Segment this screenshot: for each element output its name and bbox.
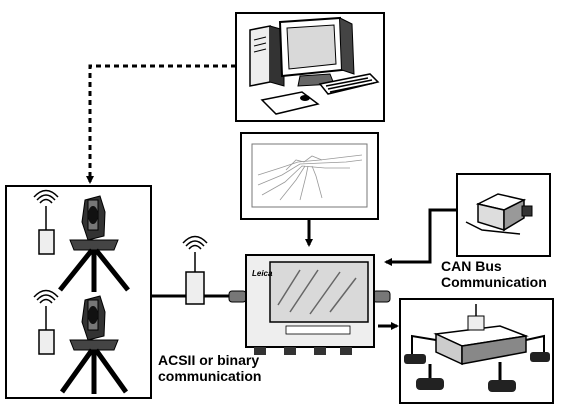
paving-machine-icon (404, 304, 550, 392)
serial-communication-label: ACSII or binary communication (158, 352, 261, 384)
machine-panel (399, 298, 554, 404)
can-label-line2: Communication (441, 274, 547, 290)
radio-icon (33, 189, 59, 255)
control-box-icon: Leica (228, 254, 391, 355)
sensor-icon (465, 193, 533, 235)
terrain-model-icon (257, 154, 363, 201)
computer-icon (249, 16, 380, 115)
can-link-line (384, 208, 457, 266)
serial-label-line1: ACSII or binary (158, 352, 260, 368)
can-label-line1: CAN Bus (441, 258, 502, 274)
computer-panel (235, 12, 385, 122)
total-stations-panel (5, 185, 152, 399)
terrain-model-panel (240, 132, 379, 220)
device-logo: Leica (252, 269, 273, 278)
can-communication-label: CAN Bus Communication (441, 258, 547, 290)
sensor-panel (456, 173, 551, 257)
total-station-icon (58, 195, 130, 292)
total-station-icon (59, 295, 129, 394)
radio-icon (182, 235, 208, 305)
serial-label-line2: communication (158, 368, 262, 384)
radio-icon (33, 289, 59, 355)
wireless-link-dotted (86, 64, 236, 184)
